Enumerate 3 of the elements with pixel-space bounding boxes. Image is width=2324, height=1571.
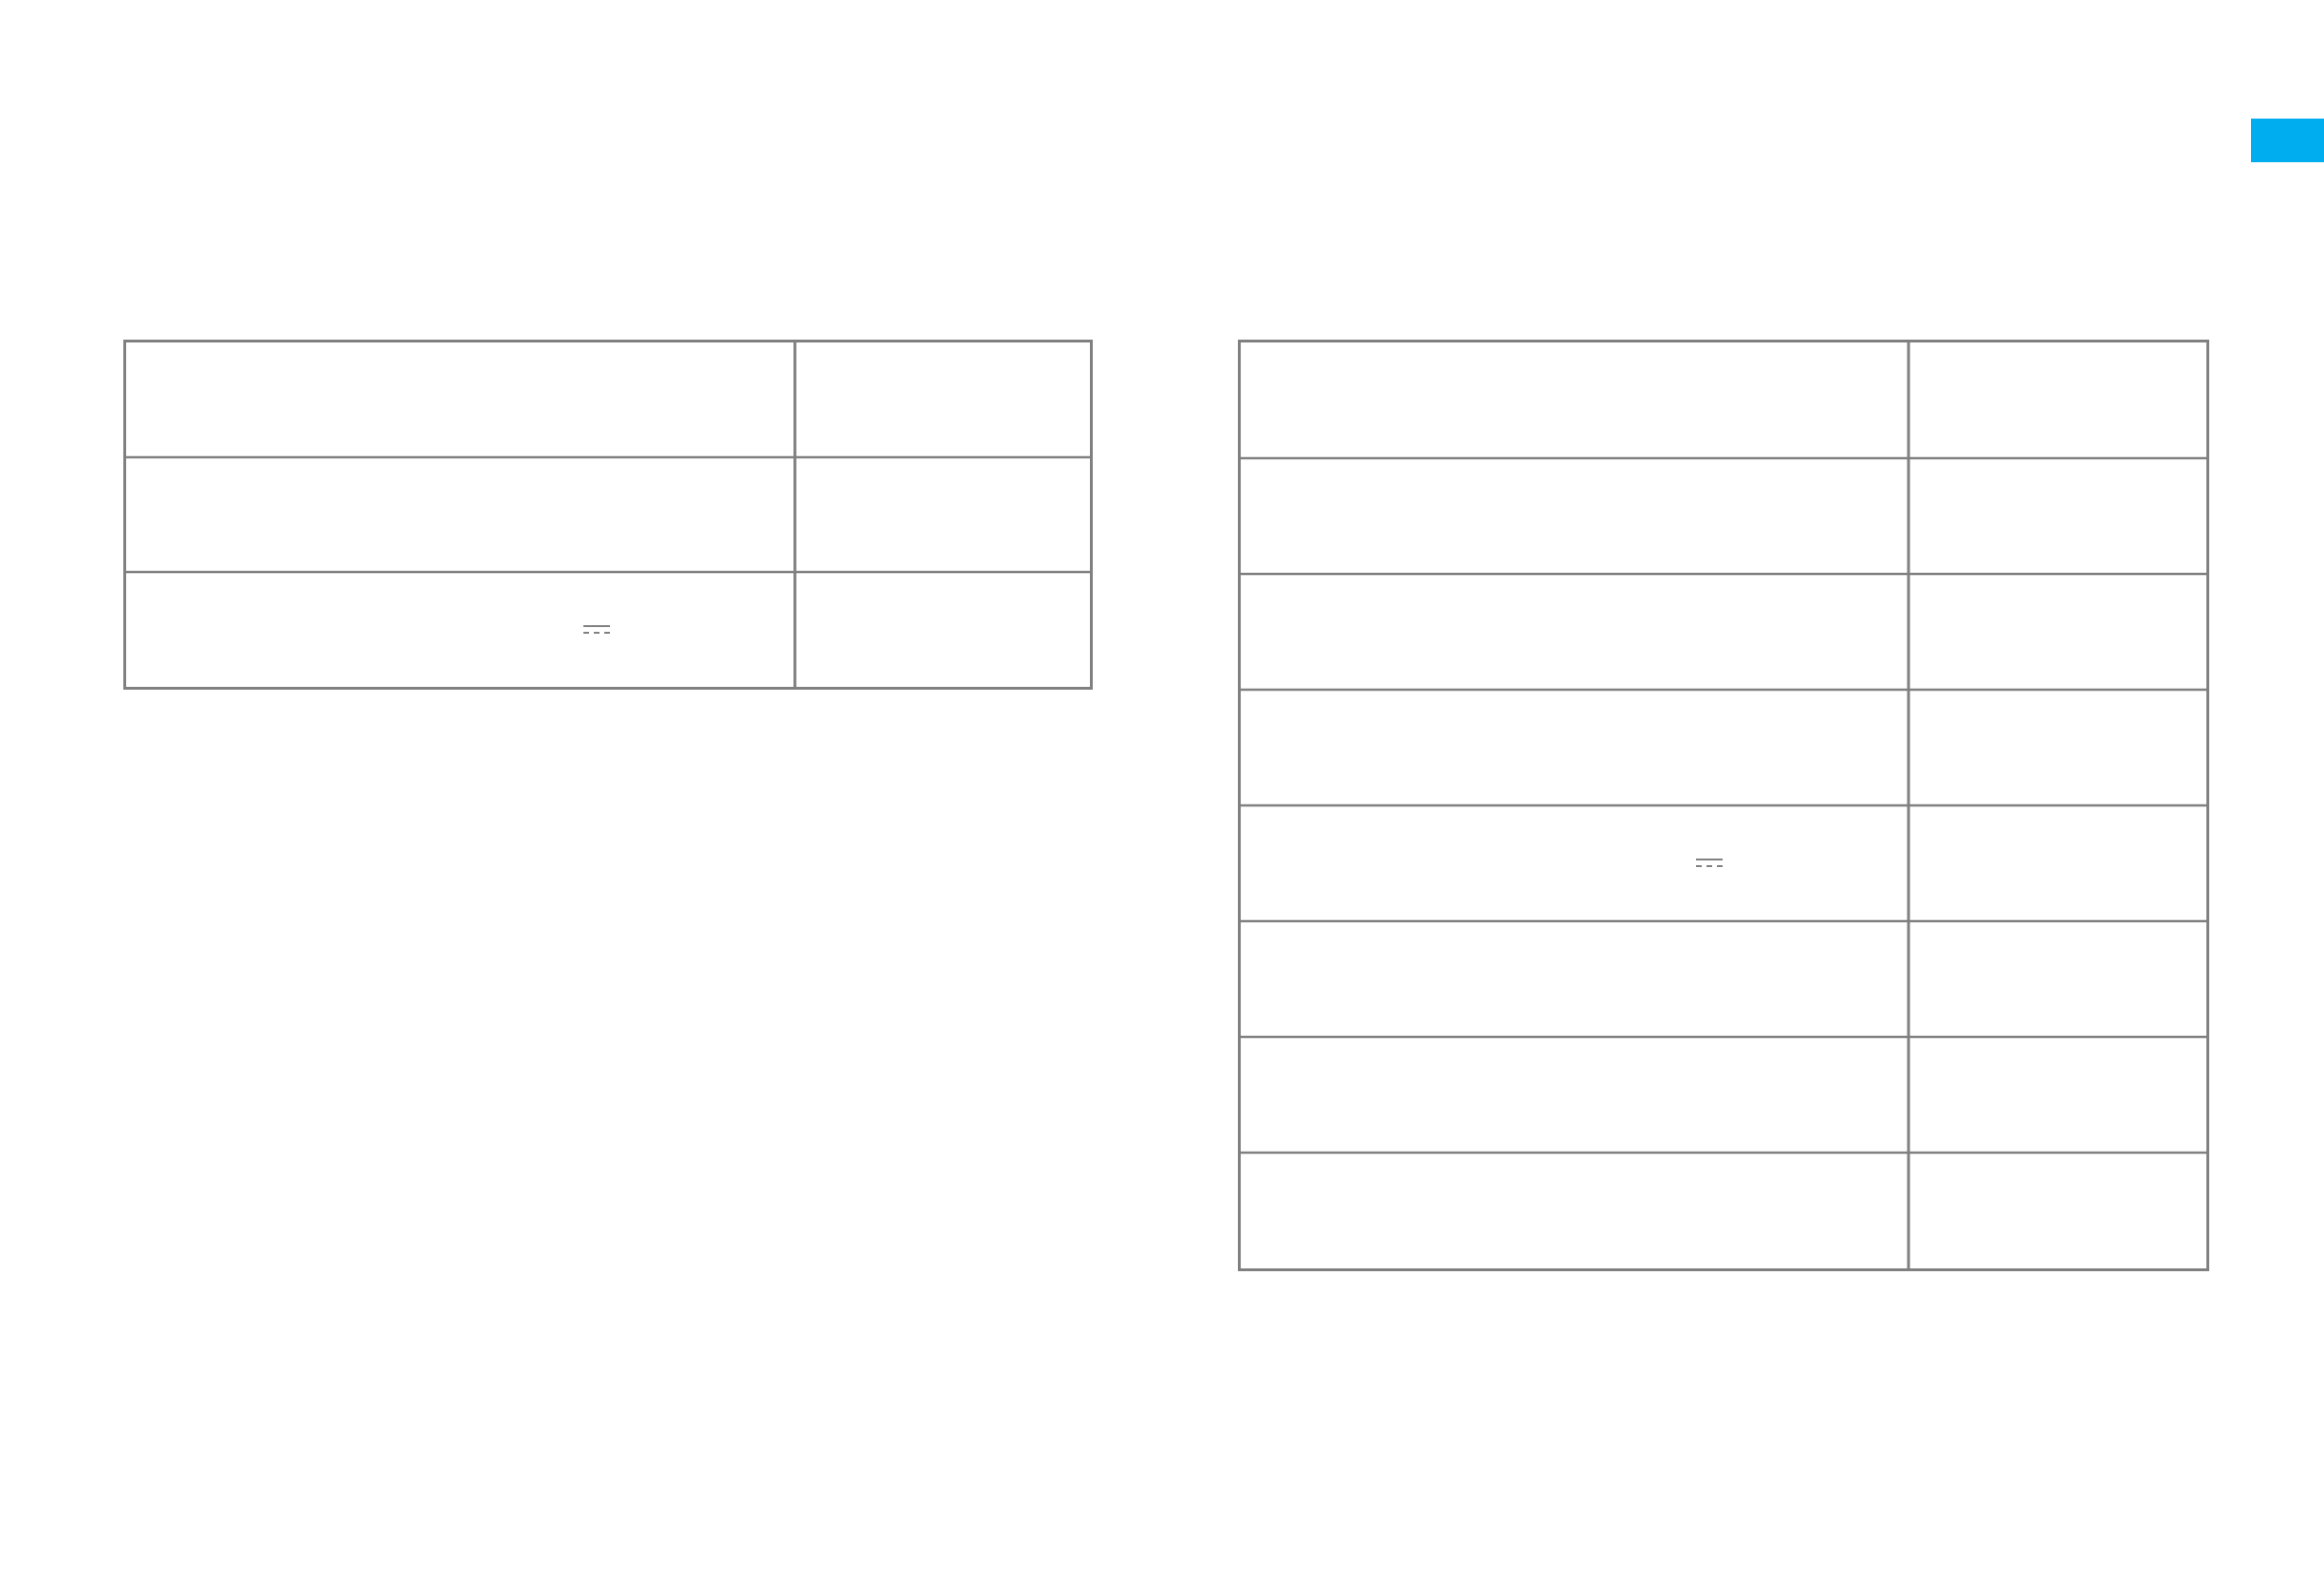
empty-table [1238, 340, 2209, 1271]
side-tab [2251, 119, 2324, 162]
empty-table [123, 340, 1093, 690]
